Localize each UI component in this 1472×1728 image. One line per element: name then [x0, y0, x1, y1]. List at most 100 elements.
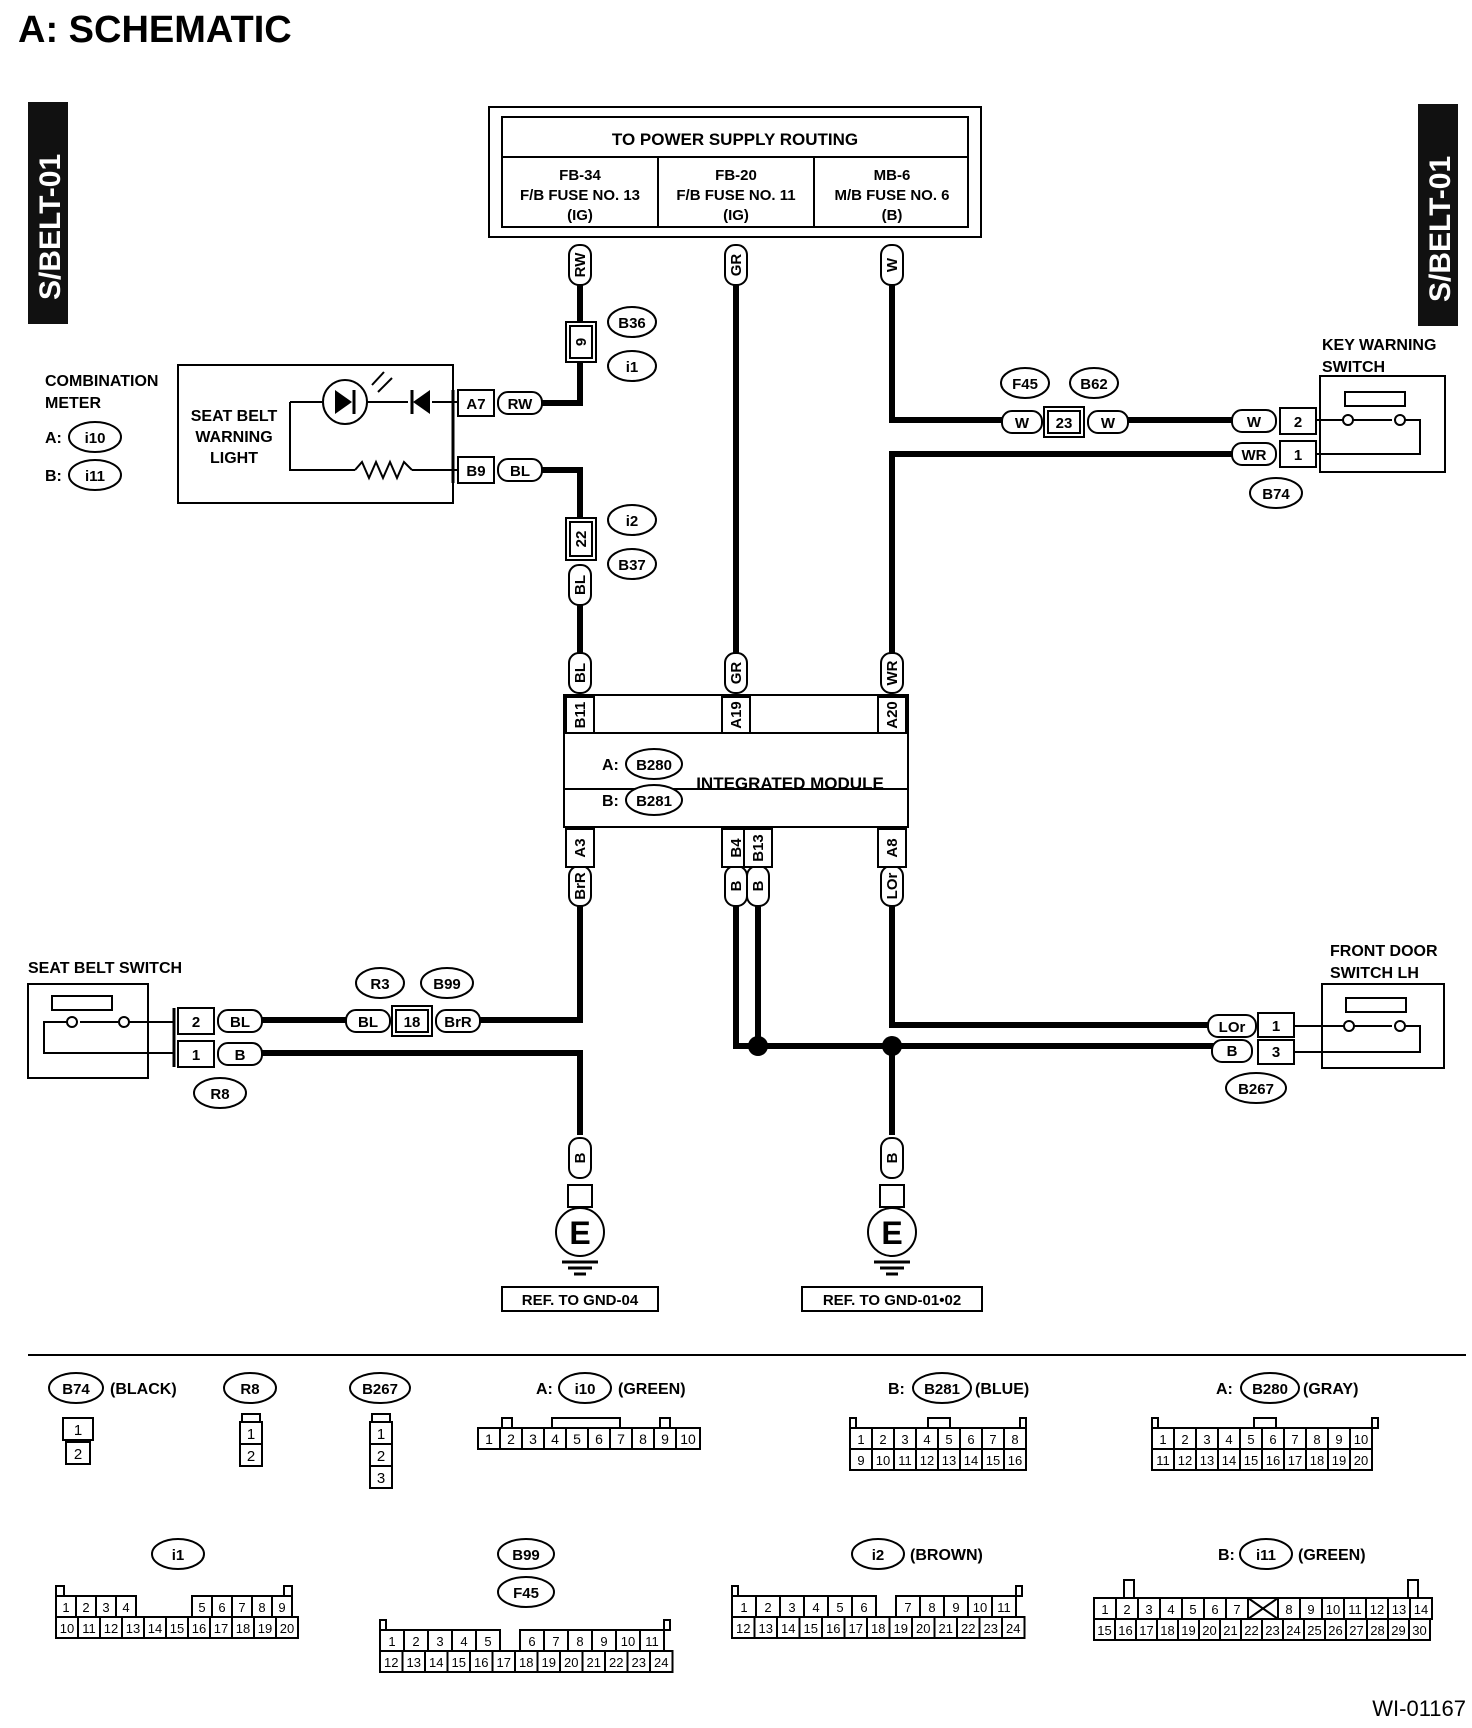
connector-pin: 25	[1307, 1623, 1321, 1638]
connector-pin: 2	[764, 1600, 771, 1615]
svg-text:3: 3	[1272, 1044, 1280, 1061]
svg-text:2: 2	[377, 1448, 385, 1465]
connector-pin: 18	[1160, 1623, 1174, 1638]
connector-pin: 24	[1286, 1623, 1300, 1638]
svg-text:SEAT BELT SWITCH: SEAT BELT SWITCH	[28, 960, 182, 977]
svg-text:2: 2	[507, 1431, 515, 1447]
connector-id-b99: B99	[433, 976, 461, 993]
svg-text:i10: i10	[575, 1381, 596, 1398]
figure-id: WI-01167	[1372, 1696, 1466, 1721]
connector-pin: 13	[407, 1655, 421, 1670]
connector-pin: 6	[860, 1600, 867, 1615]
connector-pin: 3	[1203, 1432, 1210, 1447]
connector-id-i1: i1	[626, 359, 639, 376]
connector-pin: 20	[916, 1621, 930, 1636]
pin-a20: A20	[884, 701, 901, 729]
svg-text:B:: B:	[1218, 1547, 1235, 1564]
svg-text:1: 1	[247, 1426, 255, 1443]
connector-pin: 12	[1370, 1602, 1384, 1617]
connector-pin: 7	[904, 1600, 911, 1615]
connector-pin: 16	[826, 1621, 840, 1636]
power-supply-title: TO POWER SUPPLY ROUTING	[612, 130, 858, 149]
connector-id-b281: B281	[636, 793, 672, 810]
connector-pin: 15	[1097, 1623, 1111, 1638]
svg-text:1: 1	[74, 1422, 82, 1439]
connector-pin: 5	[1247, 1432, 1254, 1447]
connector-pin: 6	[1211, 1602, 1218, 1617]
svg-text:KEY WARNING: KEY WARNING	[1322, 337, 1436, 354]
svg-text:1: 1	[1294, 447, 1302, 464]
connector-pin: 9	[1335, 1432, 1342, 1447]
junction-connector-22: 22 i2 B37	[565, 504, 657, 580]
svg-text:B: B	[728, 880, 745, 891]
connector-id-b267: B267	[1238, 1081, 1274, 1098]
connector-pin: 20	[1202, 1623, 1216, 1638]
svg-text:SWITCH LH: SWITCH LH	[1330, 965, 1419, 982]
svg-text:(BLUE): (BLUE)	[975, 1381, 1029, 1398]
ground-ref-2: REF. TO GND-01•02	[823, 1292, 961, 1309]
connector-id-b280: B280	[636, 757, 672, 774]
svg-text:9: 9	[661, 1431, 669, 1447]
connector-pin: 23	[632, 1655, 646, 1670]
connector-pin: 2	[879, 1432, 886, 1447]
connector-pin: 1	[62, 1600, 69, 1615]
connector-pin: 11	[898, 1453, 912, 1468]
connector-pin: 16	[1266, 1453, 1280, 1468]
connector-pin: 5	[198, 1600, 205, 1615]
wire-label-gr-top: GR	[724, 244, 748, 286]
connector-pin: 21	[1223, 1623, 1237, 1638]
module-label: INTEGRATED MODULE	[696, 774, 884, 793]
connector-id-b74: B74	[1262, 486, 1290, 503]
connector-pin: 15	[452, 1655, 466, 1670]
connector-pin: 26	[1328, 1623, 1342, 1638]
svg-text:22: 22	[573, 531, 590, 548]
connector-pin: 19	[542, 1655, 556, 1670]
connector-id-r8: R8	[210, 1086, 229, 1103]
connector-pin: 14	[429, 1655, 443, 1670]
connector-pin: 3	[788, 1600, 795, 1615]
svg-text:W: W	[884, 257, 901, 272]
svg-text:(IG): (IG)	[723, 207, 749, 224]
connector-pin: 18	[236, 1621, 250, 1636]
connector-pin: 1	[388, 1634, 395, 1649]
connector-pin: 6	[528, 1634, 535, 1649]
svg-text:WR: WR	[884, 660, 901, 685]
connector-pin: 22	[609, 1655, 623, 1670]
connector-pin: 17	[214, 1621, 228, 1636]
connector-pin: 11	[1348, 1602, 1362, 1617]
pin-b13: B13	[750, 834, 767, 862]
side-tag-left: S/BELT-01	[28, 102, 68, 324]
svg-text:7: 7	[617, 1431, 625, 1447]
svg-text:A:: A:	[45, 430, 62, 447]
svg-text:8: 8	[639, 1431, 647, 1447]
svg-text:B:: B:	[45, 468, 62, 485]
svg-text:1: 1	[377, 1426, 385, 1443]
connector-pin: 7	[1233, 1602, 1240, 1617]
svg-text:3: 3	[529, 1431, 537, 1447]
wire-label-rw-top: RW	[568, 244, 592, 286]
connector-pin: 30	[1412, 1623, 1426, 1638]
connector-pin: 9	[278, 1600, 285, 1615]
svg-text:B280: B280	[1252, 1381, 1288, 1398]
connector-pin: 2	[82, 1600, 89, 1615]
wire-label-w-key: W	[1247, 414, 1262, 431]
wire-label-rw-meter: RW	[508, 396, 534, 413]
svg-text:i1: i1	[172, 1547, 185, 1564]
connector-pin: 24	[654, 1655, 668, 1670]
connector-pin: 8	[1313, 1432, 1320, 1447]
connector-id-i11: i11	[85, 468, 105, 485]
svg-text:1: 1	[1272, 1018, 1280, 1035]
wires	[259, 279, 1235, 1135]
connector-pin: 21	[939, 1621, 953, 1636]
pin-a8: A8	[884, 838, 901, 857]
connector-pin: 10	[621, 1634, 635, 1649]
connector-pin: 6	[1269, 1432, 1276, 1447]
svg-text:GR: GR	[728, 662, 745, 685]
wire-label-gr-module: GR	[724, 652, 748, 694]
connector-pin: 10	[1326, 1602, 1340, 1617]
connector-pin: 20	[1354, 1453, 1368, 1468]
svg-text:MB-6: MB-6	[874, 167, 911, 184]
